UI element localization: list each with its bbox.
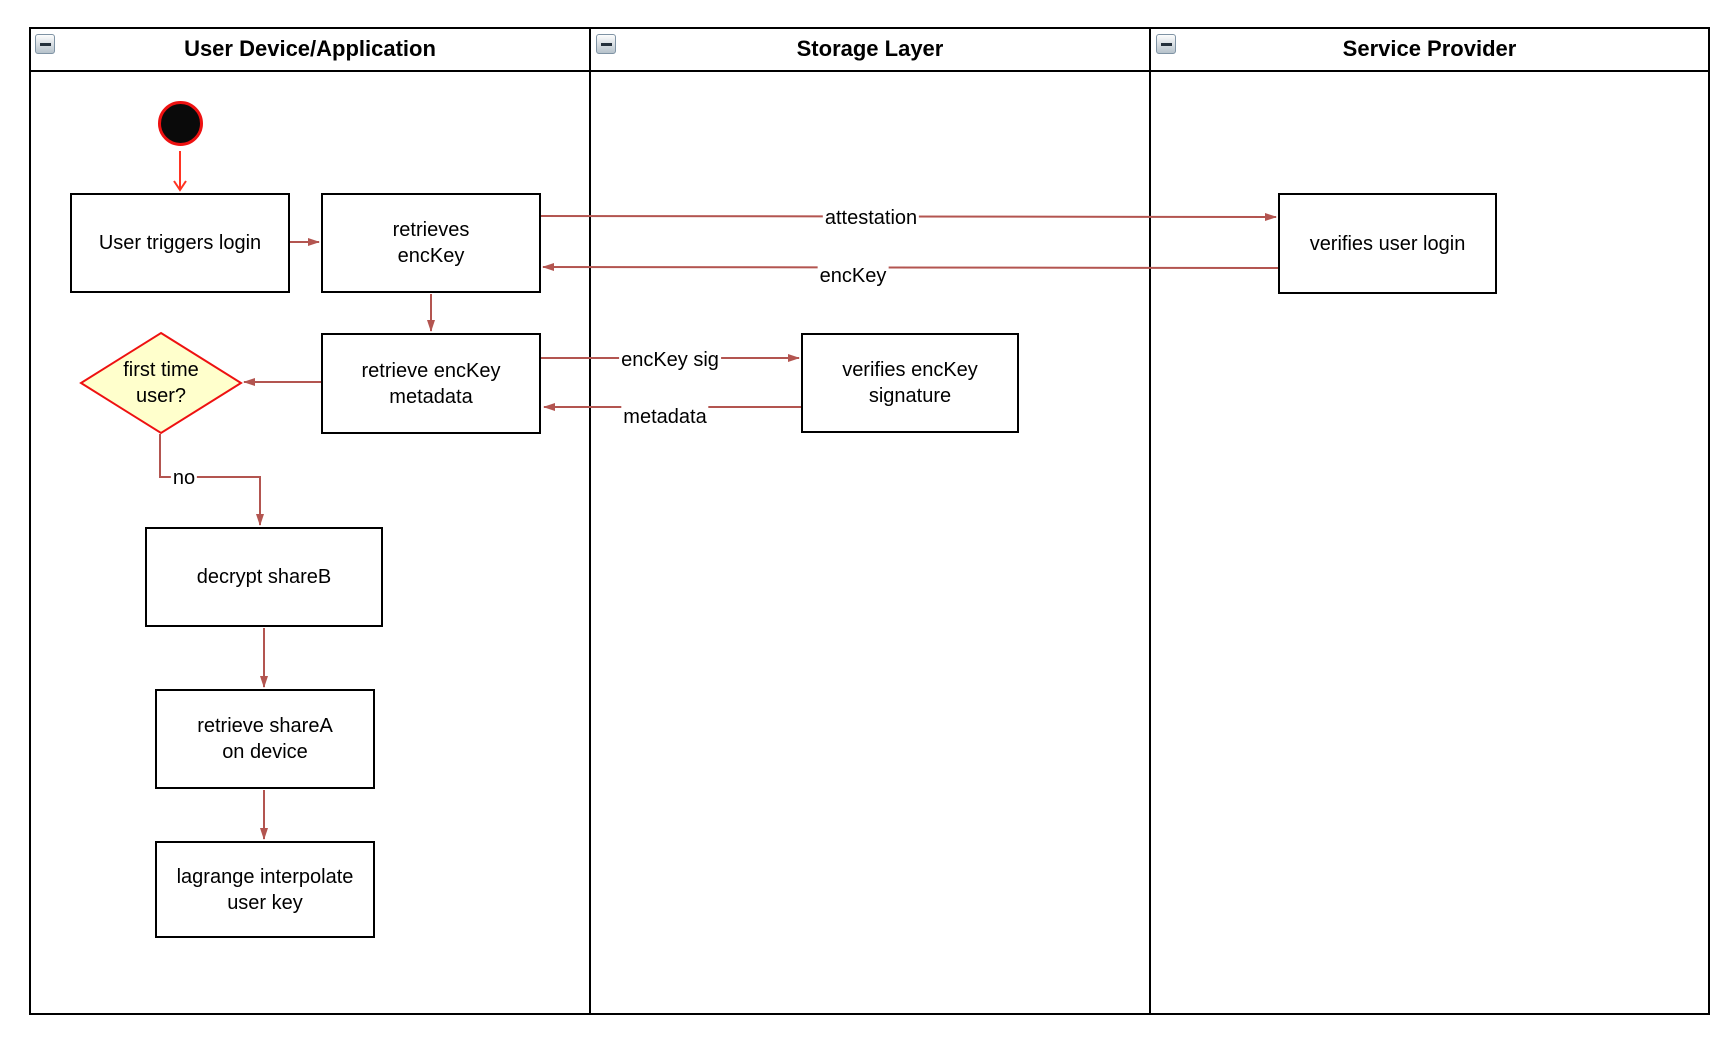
collapse-lane-storage-layer-button[interactable] <box>596 34 616 54</box>
edge-label-attestation: attestation <box>822 206 920 230</box>
edge-label-enckey: encKey <box>817 264 889 288</box>
edge-label-enckey-sig: encKey sig <box>619 348 721 372</box>
activity-retrieve-sharea-on-device: retrieve shareA on device <box>155 689 375 789</box>
minus-icon <box>1160 42 1172 46</box>
lane-title-user-device: User Device/Application <box>184 36 436 61</box>
activity-verifies-user-login: verifies user login <box>1278 193 1497 294</box>
edge-label-no: no <box>170 466 198 490</box>
lane-divider-1 <box>589 27 591 1015</box>
activity-verifies-enckey-signature: verifies encKey signature <box>801 333 1019 433</box>
minus-icon <box>600 42 612 46</box>
start-node <box>158 101 203 146</box>
lane-divider-2 <box>1149 27 1151 1015</box>
edge-label-metadata: metadata <box>621 405 709 429</box>
lane-title-storage-layer: Storage Layer <box>796 36 944 61</box>
activity-decrypt-shareb: decrypt shareB <box>145 527 383 627</box>
collapse-lane-service-provider-button[interactable] <box>1156 34 1176 54</box>
collapse-lane-user-device-button[interactable] <box>35 34 55 54</box>
activity-retrieve-enckey-metadata: retrieve encKey metadata <box>321 333 541 434</box>
activity-user-triggers-login: User triggers login <box>70 193 290 293</box>
lane-header-separator <box>29 70 1710 72</box>
activity-retrieves-enckey: retrieves encKey <box>321 193 541 293</box>
lane-title-service-provider: Service Provider <box>1342 36 1517 61</box>
activity-lagrange-interpolate-user-key: lagrange interpolate user key <box>155 841 375 938</box>
decision-first-time-user-label: first time user? <box>123 359 199 407</box>
minus-icon <box>39 42 51 46</box>
